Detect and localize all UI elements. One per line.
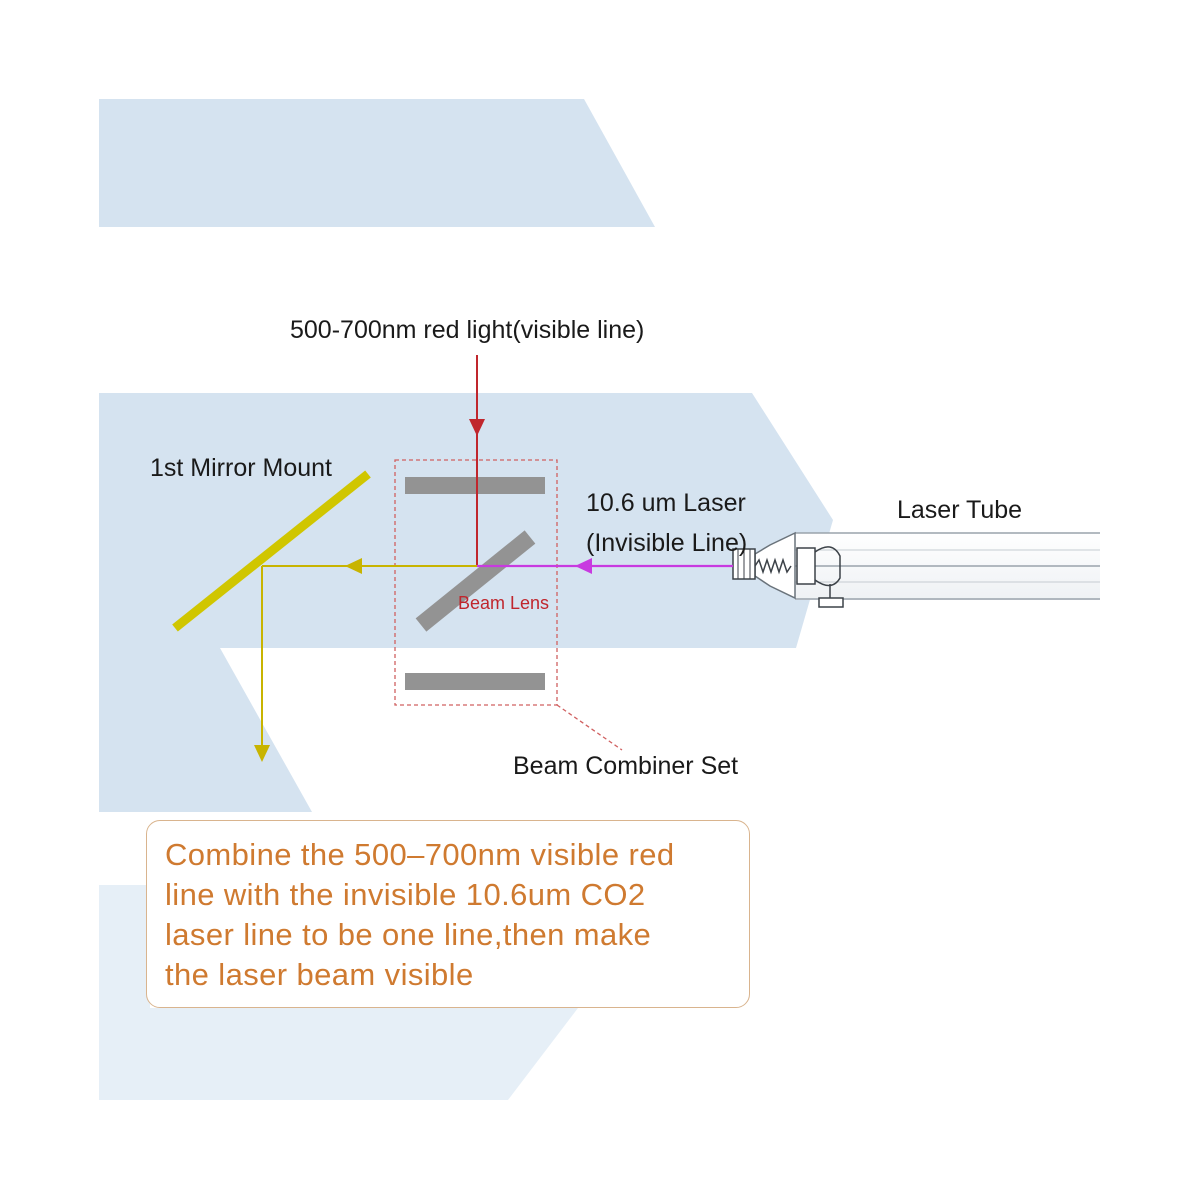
laser-label: 10.6 um Laser (Invisible Line): [586, 483, 747, 563]
combiner-plate-top: [405, 477, 545, 494]
mirror-mount-label: 1st Mirror Mount: [150, 454, 332, 482]
note-line: line with the invisible 10.6um CO2: [165, 877, 646, 912]
beam-lens: [415, 530, 536, 632]
invisible-laser-beam: [477, 558, 733, 574]
red-light-label: 500-700nm red light(visible line): [290, 316, 645, 344]
beam-lens-label: Beam Lens: [458, 593, 550, 613]
laser-label-line1: 10.6 um Laser: [586, 489, 746, 517]
first-mirror: [172, 470, 371, 632]
red-visible-beam: [469, 355, 485, 567]
combiner-plate-bottom: [405, 673, 545, 690]
background-band-bottom: [99, 885, 578, 1100]
background-band-middle: [99, 393, 833, 812]
laser-tube-label: Laser Tube: [897, 496, 1023, 524]
note-line: the laser beam visible: [165, 957, 474, 992]
laser-tube: [732, 531, 1100, 608]
background-band-top: [99, 99, 655, 227]
beam-combiner-label: Beam Combiner Set: [513, 752, 739, 780]
description-note: Combine the 500–700nm visible red line w…: [146, 820, 750, 1008]
note-line: laser line to be one line,then make: [165, 917, 652, 952]
note-line: Combine the 500–700nm visible red: [165, 837, 675, 872]
beam-combiner-leader-line: [556, 704, 623, 751]
combined-beam: [254, 558, 477, 762]
laser-label-line2: (Invisible Line): [586, 529, 748, 557]
